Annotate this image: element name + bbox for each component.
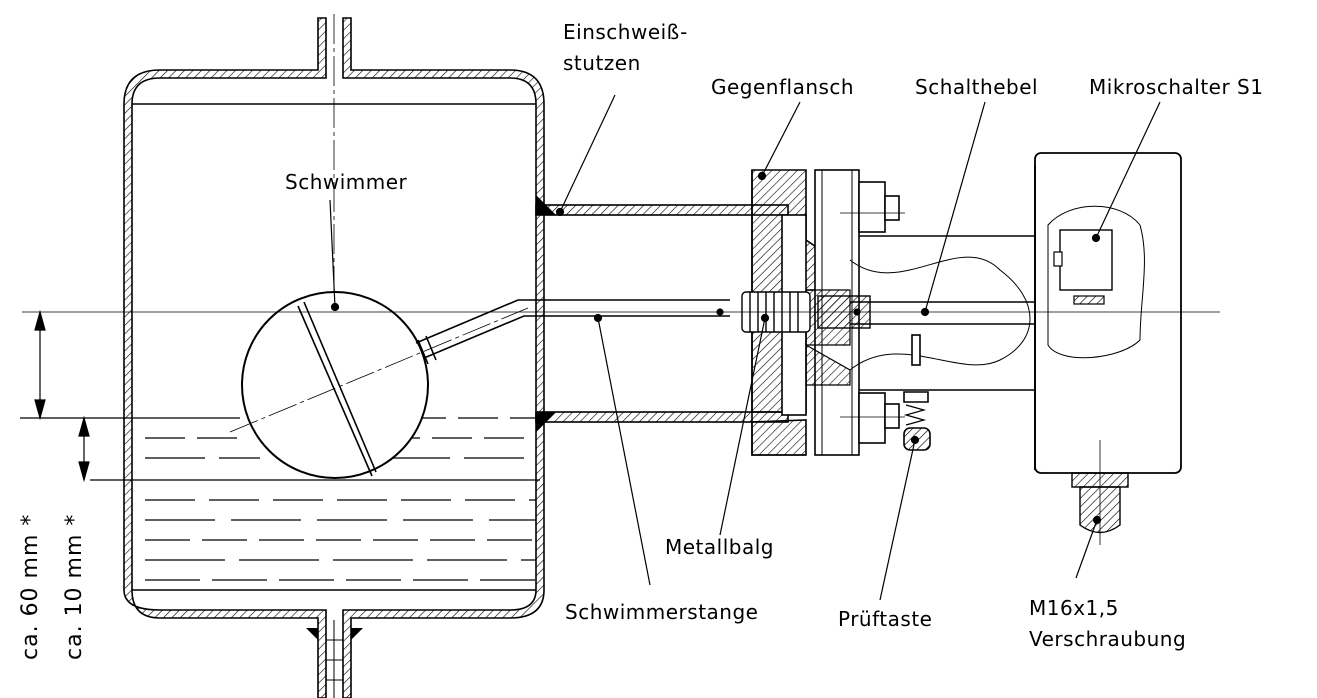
float-rod [415, 299, 730, 365]
dimension-lines [20, 309, 90, 483]
dimension-label-10mm: ca. 10 mm * [62, 513, 87, 660]
float-ball [229, 291, 529, 479]
dimension-label-60mm: ca. 60 mm * [18, 513, 43, 660]
weld-socket [535, 195, 789, 432]
label-einschweiss-line1: Einschweiß- [563, 20, 688, 44]
label-metallbalg: Metallbalg [665, 535, 774, 559]
label-verschraubung-line1: M16x1,5 [1029, 596, 1119, 620]
tank-wall [123, 14, 545, 698]
label-einschweiss-line2: stutzen [563, 51, 641, 75]
label-gegenflansch: Gegenflansch [711, 75, 855, 99]
label-mikroschalter: Mikroschalter S1 [1089, 75, 1264, 99]
label-schwimmerstange: Schwimmerstange [565, 600, 759, 624]
label-prueftaste: Prüftaste [838, 607, 933, 631]
label-schalthebel: Schalthebel [915, 75, 1039, 99]
label-schwimmer: Schwimmer [285, 170, 408, 194]
switch-box [1034, 152, 1182, 545]
leader-lines [329, 94, 1161, 601]
liquid-level [90, 417, 540, 581]
label-verschraubung-line2: Verschraubung [1029, 627, 1187, 651]
